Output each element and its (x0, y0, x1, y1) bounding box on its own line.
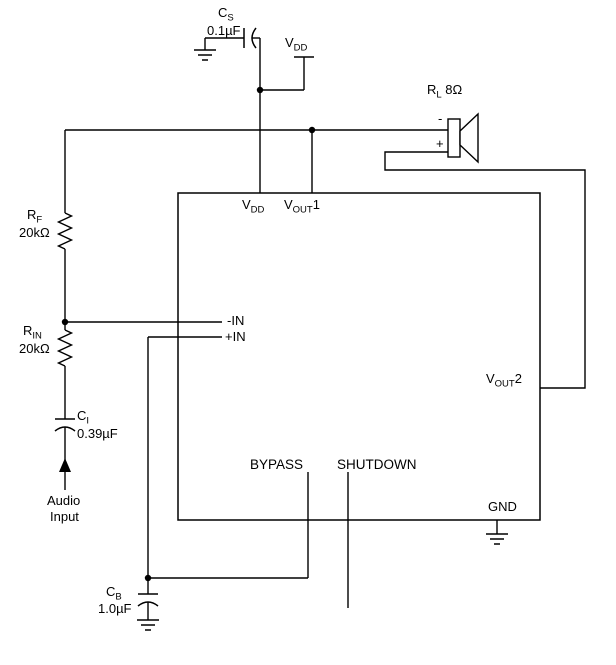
label-audio-input-line1: Audio (47, 493, 81, 508)
junction-vout1 (308, 126, 316, 134)
ground-cs-icon (194, 49, 216, 61)
label-speaker-minus: - (438, 111, 443, 126)
pin-label-vout1: VOUT1 (284, 197, 320, 216)
pin-label-shutdown: SHUTDOWN (337, 457, 417, 472)
capacitor-cb-icon (137, 593, 159, 607)
label-ci: CI (77, 408, 90, 427)
speaker-icon (447, 112, 479, 164)
ground-gnd-pin-icon (486, 533, 508, 545)
audio-input-arrow-icon (59, 458, 71, 472)
capacitor-cs-icon (243, 27, 257, 49)
label-cs-value: 0.1µF (207, 23, 241, 38)
ic-body (177, 192, 541, 521)
label-speaker-plus: + (436, 136, 444, 151)
label-rl: RL 8Ω (427, 82, 463, 101)
pin-label-gnd: GND (488, 499, 517, 514)
label-ci-value: 0.39µF (77, 426, 118, 441)
label-cb-value: 1.0µF (98, 601, 132, 616)
label-vdd-supply: VDD (285, 35, 308, 54)
wire-vout2-speaker (384, 151, 586, 389)
speaker-cone (459, 112, 479, 164)
label-rin: RIN (23, 323, 42, 342)
label-cb: CB (106, 584, 122, 603)
junction-dots (61, 86, 316, 582)
label-rin-value: 20kΩ (19, 341, 50, 356)
pin-label-pos-in: +IN (225, 329, 246, 344)
speaker-body (447, 118, 461, 158)
cs-plate-curved (251, 27, 257, 49)
pin-label-neg-in: -IN (227, 313, 245, 328)
wires (64, 37, 586, 620)
ground-cb-icon (137, 619, 159, 631)
pin-label-bypass: BYPASS (250, 457, 304, 472)
resistor-rf-icon (56, 212, 74, 250)
capacitor-ci-icon (54, 418, 76, 432)
pin-label-vdd: VDD (242, 197, 265, 216)
junction-neg-in (61, 318, 69, 326)
junction-bypass (144, 574, 152, 582)
label-cs: CS (218, 5, 234, 24)
resistor-rin-icon (56, 329, 74, 367)
pin-label-vout2: VOUT2 (486, 371, 522, 390)
label-audio-input-line2: Input (50, 509, 79, 524)
junction-vdd (256, 86, 264, 94)
cb-plate-curved (137, 601, 159, 607)
label-rf: RF (27, 207, 43, 226)
label-rf-value: 20kΩ (19, 225, 50, 240)
ci-plate-curved (54, 426, 76, 432)
